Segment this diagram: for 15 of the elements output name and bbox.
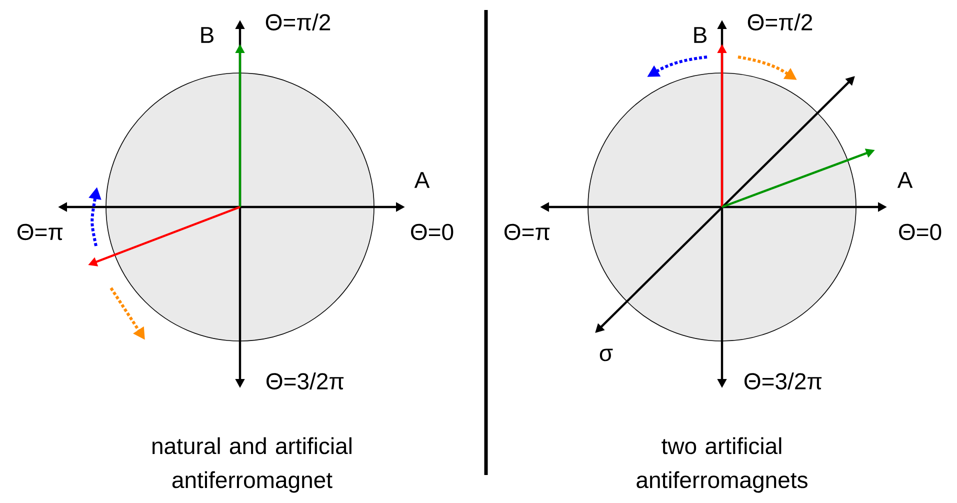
axis-label: B: [694, 27, 706, 43]
panel-caption: two artificial antiferromagnets: [636, 437, 808, 493]
angle-label: Θ=3/2π: [744, 372, 822, 390]
axis-label: σ: [600, 348, 613, 362]
angle-label: Θ=π/2: [748, 14, 812, 30]
angle-label: Θ=0: [411, 224, 454, 240]
angle-label: Θ=0: [899, 224, 942, 240]
axis-label: B: [201, 27, 214, 43]
angle-label: Θ=π: [504, 224, 550, 240]
axis-label: A: [414, 172, 430, 188]
angle-label: Θ=π: [18, 224, 63, 240]
panel-caption: natural and artificial antiferromagnet: [152, 437, 352, 493]
axis-label: A: [897, 172, 913, 188]
angle-label: Θ=3/2π: [266, 372, 344, 390]
angle-label: Θ=π/2: [266, 14, 330, 30]
